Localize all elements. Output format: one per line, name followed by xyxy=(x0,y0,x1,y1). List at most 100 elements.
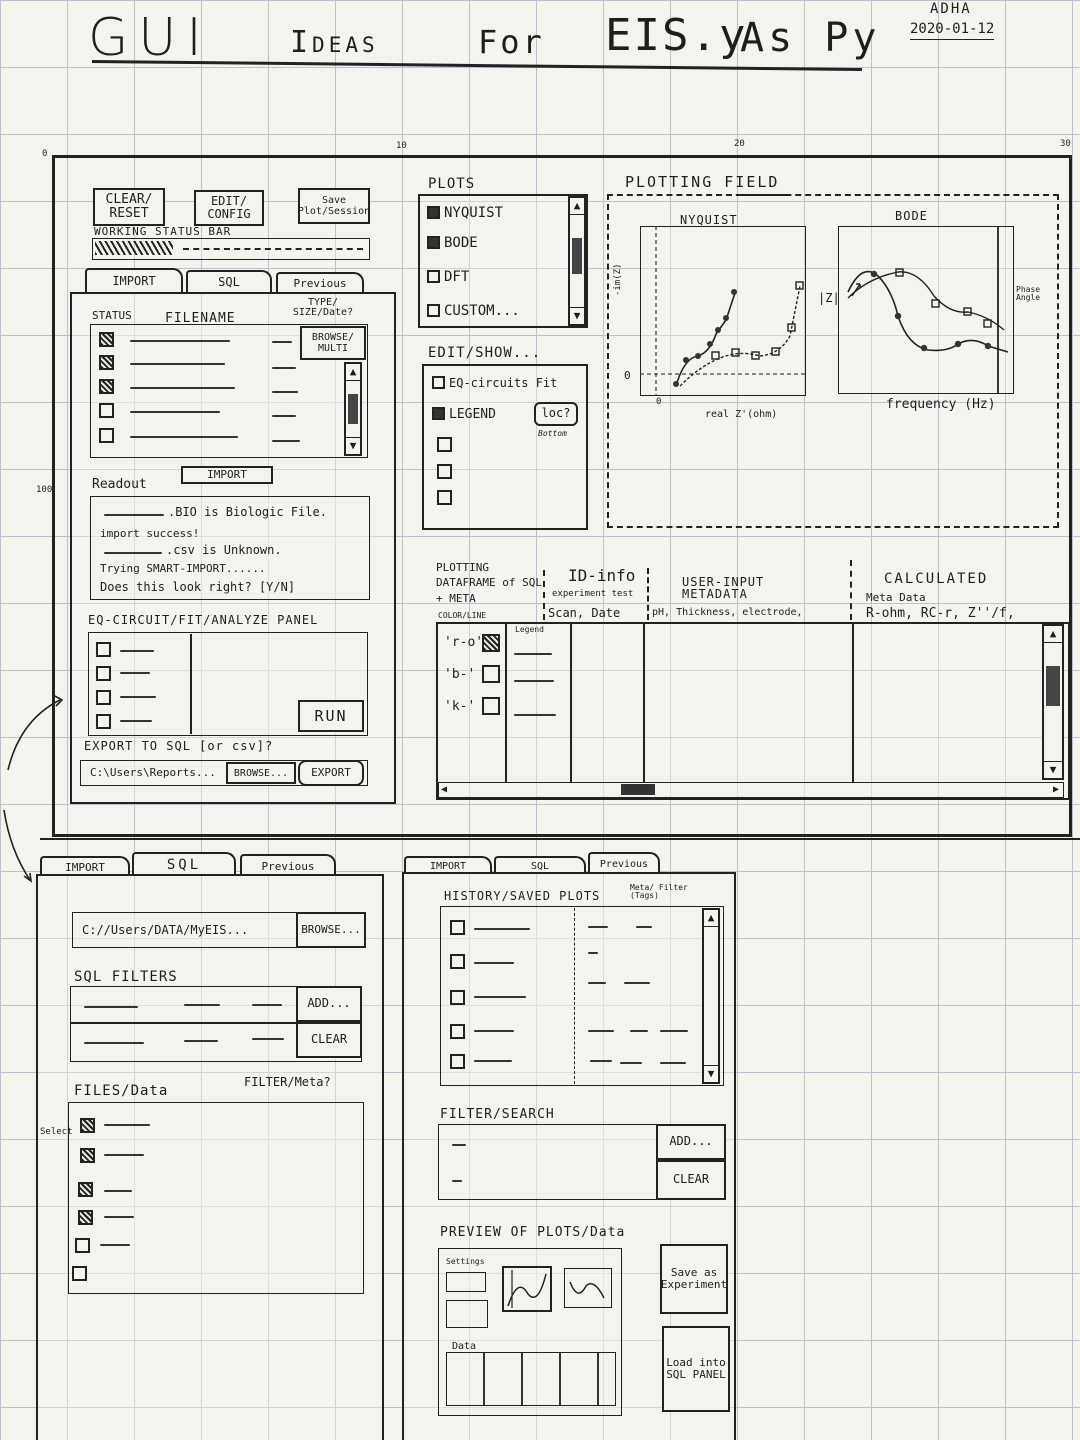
preview-plot-thumb-1[interactable] xyxy=(502,1266,552,1312)
ruler-mark-30: 30 xyxy=(1060,139,1071,149)
title-word-gui: GUI xyxy=(88,8,212,68)
import-button[interactable]: IMPORT xyxy=(181,466,273,484)
scroll-right-arrow-icon[interactable]: ▶ xyxy=(1052,784,1059,795)
tab-sql[interactable]: SQL xyxy=(186,270,272,292)
nyquist-plot[interactable] xyxy=(640,226,806,396)
row-style-checkbox[interactable] xyxy=(482,665,500,683)
legend-loc-button[interactable]: loc? xyxy=(534,402,578,426)
legend-checkbox[interactable] xyxy=(432,407,445,420)
sql-panel-tab-sql[interactable]: SQL xyxy=(132,852,236,876)
history-item-placeholder xyxy=(474,928,530,930)
sql-panel-tab-previous[interactable]: Previous xyxy=(240,854,336,876)
tab-import[interactable]: IMPORT xyxy=(85,268,183,292)
row-style-checkbox[interactable] xyxy=(482,697,500,715)
history-item-placeholder xyxy=(474,1060,512,1062)
file-status-checkbox[interactable] xyxy=(99,403,114,418)
scroll-thumb[interactable] xyxy=(348,394,358,424)
nyquist-checkbox[interactable] xyxy=(427,206,440,219)
file-status-checkbox[interactable] xyxy=(99,379,114,394)
sql-file-checkbox[interactable] xyxy=(78,1210,93,1225)
run-button[interactable]: RUN xyxy=(298,700,364,732)
scroll-thumb[interactable] xyxy=(572,238,582,274)
sql-file-checkbox[interactable] xyxy=(80,1118,95,1133)
plot-item-bode[interactable]: BODE xyxy=(427,236,478,250)
export-button[interactable]: EXPORT xyxy=(298,760,364,786)
history-checkbox[interactable] xyxy=(450,1024,465,1039)
custom-checkbox[interactable] xyxy=(427,304,440,317)
prev-filter-clear-button[interactable]: CLEAR xyxy=(656,1160,726,1200)
eq-circuit-checkbox[interactable] xyxy=(96,642,111,657)
file-list-scrollbar[interactable]: ▲ ▼ xyxy=(344,362,362,456)
prev-filter-add-button[interactable]: ADD... xyxy=(656,1124,726,1160)
scroll-up-arrow-icon[interactable]: ▲ xyxy=(704,910,718,927)
edit-item-legend[interactable]: LEGEND xyxy=(432,407,496,421)
sql-file-checkbox[interactable] xyxy=(75,1238,90,1253)
dataframe-table[interactable] xyxy=(436,622,1070,800)
file-status-checkbox[interactable] xyxy=(99,428,114,443)
scroll-down-arrow-icon[interactable]: ▼ xyxy=(346,437,360,454)
scroll-down-arrow-icon[interactable]: ▼ xyxy=(704,1065,718,1082)
filter-field-placeholder xyxy=(184,1040,218,1042)
scroll-thumb[interactable] xyxy=(621,784,655,795)
scroll-up-arrow-icon[interactable]: ▲ xyxy=(346,364,360,381)
sql-browse-button[interactable]: BROWSE... xyxy=(296,912,366,948)
sql-file-checkbox[interactable] xyxy=(80,1148,95,1163)
custom-label: CUSTOM... xyxy=(444,303,520,319)
preview-plot-thumb-2[interactable] xyxy=(564,1268,612,1308)
sql-file-checkbox[interactable] xyxy=(72,1266,87,1281)
filter-field-placeholder xyxy=(84,1006,138,1008)
history-checkbox[interactable] xyxy=(450,990,465,1005)
sql-filter-add-button[interactable]: ADD... xyxy=(296,986,362,1022)
sql-file-checkbox[interactable] xyxy=(78,1182,93,1197)
save-plot-session-button[interactable]: Save Plot/Session xyxy=(298,188,370,224)
tab-previous[interactable]: Previous xyxy=(276,272,364,292)
edit-config-button[interactable]: EDIT/ CONFIG xyxy=(194,190,264,226)
eq-circuit-checkbox[interactable] xyxy=(96,690,111,705)
scroll-up-arrow-icon[interactable]: ▲ xyxy=(1044,626,1062,643)
row-style-checkbox[interactable] xyxy=(482,634,500,652)
eq-fit-checkbox[interactable] xyxy=(432,376,445,389)
scroll-down-arrow-icon[interactable]: ▼ xyxy=(570,307,584,324)
filename-placeholder xyxy=(130,340,230,342)
filename-placeholder xyxy=(130,411,220,413)
load-into-sql-button[interactable]: Load into SQL PANEL xyxy=(662,1326,730,1412)
sql-files-list[interactable] xyxy=(68,1102,364,1294)
plots-list-scrollbar[interactable]: ▲ ▼ xyxy=(568,196,586,326)
dataframe-horizontal-scrollbar[interactable]: ◀ ▶ xyxy=(438,782,1064,798)
clear-reset-button[interactable]: CLEAR/ RESET xyxy=(93,188,165,226)
dataframe-vertical-scrollbar[interactable]: ▲ ▼ xyxy=(1042,624,1064,780)
dft-checkbox[interactable] xyxy=(427,270,440,283)
eq-circuit-checkbox[interactable] xyxy=(96,666,111,681)
bode-plot[interactable] xyxy=(838,226,1014,394)
scroll-thumb[interactable] xyxy=(1046,666,1060,706)
plots-list[interactable] xyxy=(418,194,588,328)
file-status-checkbox[interactable] xyxy=(99,355,114,370)
bode-checkbox[interactable] xyxy=(427,236,440,249)
history-checkbox[interactable] xyxy=(450,920,465,935)
edit-item-eq-fit[interactable]: EQ-circuits Fit xyxy=(432,376,557,389)
edit-option-checkbox[interactable] xyxy=(437,437,452,452)
save-as-experiment-button[interactable]: Save as Experiment xyxy=(660,1244,728,1314)
eq-circuit-placeholder xyxy=(120,720,152,722)
history-checkbox[interactable] xyxy=(450,954,465,969)
history-item-placeholder xyxy=(474,962,514,964)
history-checkbox[interactable] xyxy=(450,1054,465,1069)
prev-panel-tab-previous[interactable]: Previous xyxy=(588,852,660,874)
prev-panel-tab-import[interactable]: IMPORT xyxy=(404,856,492,874)
scroll-left-arrow-icon[interactable]: ◀ xyxy=(441,784,448,795)
sql-filter-clear-button[interactable]: CLEAR xyxy=(296,1022,362,1058)
browse-multi-button[interactable]: BROWSE/ MULTI xyxy=(300,326,366,360)
prev-panel-tab-sql[interactable]: SQL xyxy=(494,856,586,874)
sql-panel-tab-import[interactable]: IMPORT xyxy=(40,856,130,876)
history-scrollbar[interactable]: ▲ ▼ xyxy=(702,908,720,1084)
plot-item-dft[interactable]: DFT xyxy=(427,270,469,284)
eq-circuit-checkbox[interactable] xyxy=(96,714,111,729)
scroll-up-arrow-icon[interactable]: ▲ xyxy=(570,198,584,215)
scroll-down-arrow-icon[interactable]: ▼ xyxy=(1044,761,1062,778)
edit-option-checkbox[interactable] xyxy=(437,490,452,505)
plot-item-custom[interactable]: CUSTOM... xyxy=(427,304,520,318)
edit-option-checkbox[interactable] xyxy=(437,464,452,479)
file-status-checkbox[interactable] xyxy=(99,332,114,347)
plot-item-nyquist[interactable]: NYQUIST xyxy=(427,206,503,220)
export-browse-button[interactable]: BROWSE... xyxy=(226,762,296,784)
